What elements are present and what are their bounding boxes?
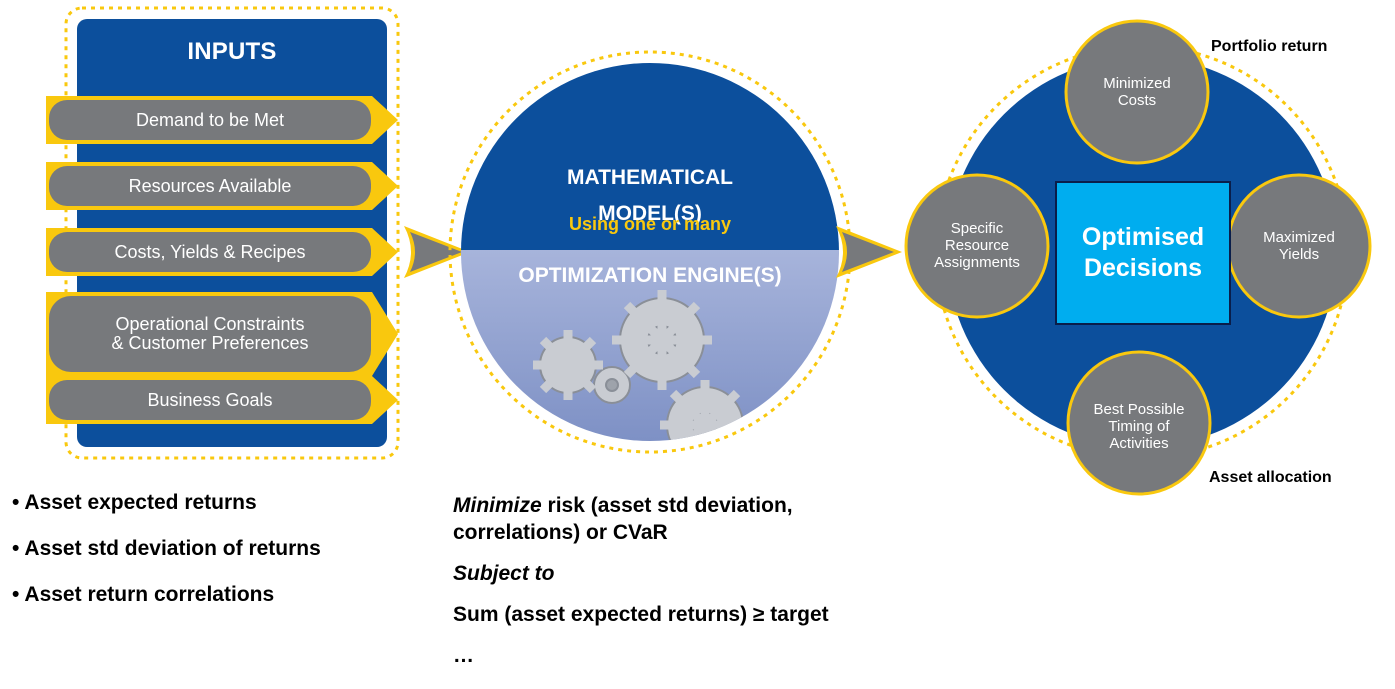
input-tab-2 — [46, 162, 398, 210]
bullet-std-deviation: • Asset std deviation of returns — [12, 537, 321, 560]
model-title-line2: MODEL(S) — [598, 202, 702, 225]
satellite-top-label: Minimized Costs — [1103, 75, 1171, 109]
model-title-line1: MATHEMATICAL — [566, 166, 734, 189]
inputs-title: INPUTS — [187, 38, 277, 65]
input-tab-3 — [46, 228, 398, 276]
input-label-resources: Resources Available — [128, 175, 292, 196]
formula-subject-to: Subject to — [453, 562, 555, 585]
formula-risk: risk (asset std deviation, — [541, 494, 793, 517]
input-label-constraints: Operational Constraints & Customer Prefe… — [111, 314, 309, 353]
inputs-dashed-border — [64, 6, 400, 460]
portfolio-return-label: Portfolio return — [1211, 38, 1328, 55]
model-subtitle: Using one or many — [568, 214, 732, 234]
satellite-right-label: Maximized Yields — [1263, 229, 1335, 263]
input-label-goals: Business Goals — [147, 389, 273, 410]
input-tab-5 — [46, 376, 398, 424]
input-tab-1 — [46, 96, 398, 144]
engine-title: OPTIMIZATION ENGINE(S) — [518, 264, 782, 287]
optimization-formula: Minimize risk (asset std deviation, corr… — [453, 492, 973, 669]
input-label-costs: Costs, Yields & Recipes — [114, 241, 306, 262]
gear-teeth-icon — [533, 290, 750, 441]
formula-constraint: Sum (asset expected returns) ≥ target — [453, 603, 829, 626]
formula-minimize: Minimize — [453, 494, 542, 517]
satellite-left-label: Specific Resource Assignments — [934, 219, 1020, 271]
satellite-bottom — [1066, 350, 1212, 496]
satellite-top — [1064, 19, 1210, 165]
formula-ellipsis: … — [453, 644, 474, 667]
formula-line1: Minimize risk (asset std deviation, — [453, 492, 973, 519]
input-tab-4 — [46, 292, 398, 376]
optimised-line2: Decisions — [1083, 254, 1203, 282]
bullet-correlations: • Asset return correlations — [12, 583, 275, 606]
arrow-to-outputs — [836, 226, 902, 278]
input-label-demand: Demand to be Met — [135, 109, 285, 130]
formula-line2: correlations) or CVaR — [453, 521, 668, 544]
satellite-left — [904, 173, 1050, 319]
bullet-expected-returns: • Asset expected returns — [12, 491, 257, 514]
satellite-bottom-label: Best Possible Timing of Activities — [1093, 400, 1185, 452]
optimised-line1: Optimised — [1081, 223, 1205, 251]
asset-bullet-list: • Asset expected returns • Asset std dev… — [12, 489, 321, 627]
optimised-decisions-box: Optimised Decisions — [1055, 181, 1231, 325]
asset-allocation-label: Asset allocation — [1209, 469, 1332, 486]
arrow-to-model — [404, 226, 470, 278]
model-title: MATHEMATICAL MODEL(S) — [465, 160, 835, 232]
